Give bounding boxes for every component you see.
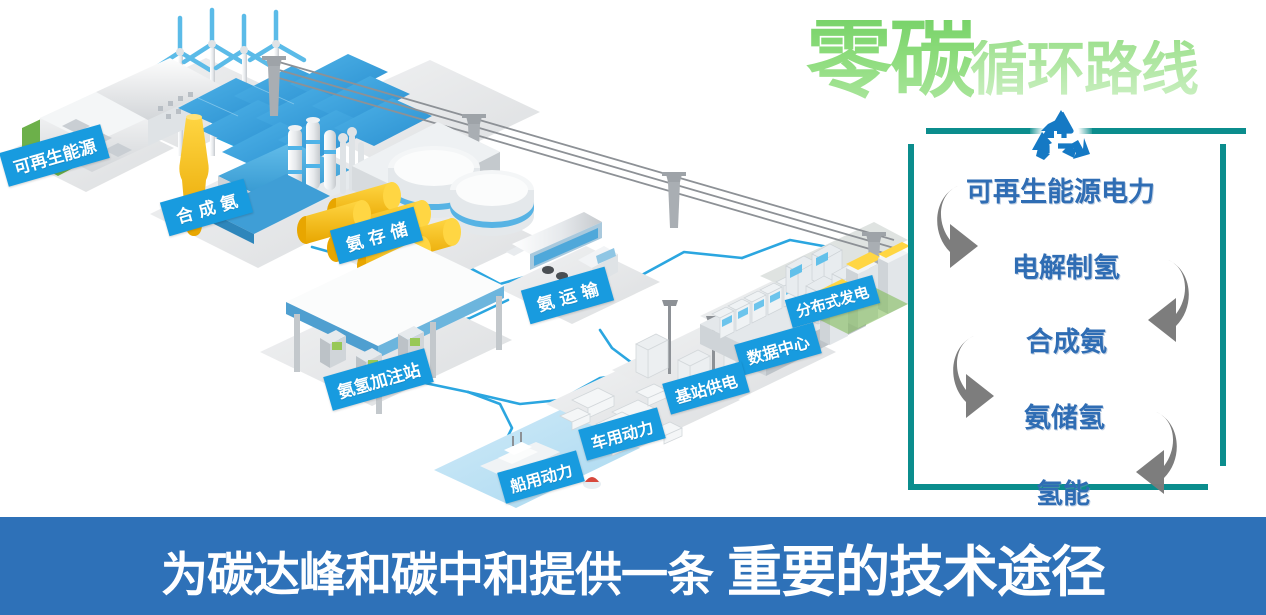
panel-border-bottom <box>908 484 1208 490</box>
bottom-banner: 为碳达峰和碳中和提供一条 重要的技术途径 <box>0 517 1266 615</box>
cycle-arrow-1 <box>930 184 1010 270</box>
panel-border-right <box>1220 144 1226 466</box>
transmission-line <box>262 56 895 288</box>
panel-border-left <box>908 144 914 490</box>
cycle-step-3: 合成氨 <box>1026 327 1107 358</box>
ammonia-storage-tanks <box>388 146 534 236</box>
banner-text: 为碳达峰和碳中和提供一条 重要的技术途径 <box>160 527 1106 607</box>
banner-lead: 为碳达峰和碳中和提供一条 <box>160 548 714 603</box>
banner-emphasis: 重要的技术途径 <box>726 540 1106 604</box>
cycle-arrow-3 <box>946 334 1026 420</box>
cycle-step-5: 氢能 <box>1036 479 1090 510</box>
cycle-step-1: 可再生能源电力 <box>966 177 1155 208</box>
title-secondary: 循环路线 <box>970 35 1199 103</box>
cycle-stage: 可再生能源电力 电解制氢 合成氨 氨储氢 氢能 <box>908 158 1226 510</box>
cycle-arrow-4 <box>1104 410 1184 496</box>
cycle-panel: 可再生能源电力 电解制氢 合成氨 氨储氢 氢能 <box>908 104 1246 510</box>
cycle-step-4: 氨储氢 <box>1024 403 1105 434</box>
recycle-icon <box>1030 104 1092 162</box>
scene-svg <box>2 7 910 508</box>
cycle-arrow-2 <box>1116 258 1196 344</box>
scene-illustration: 可再生能源 合 成 氨 氨 存 储 氨 运 输 氨氢加注站 分布式发电 数据中心… <box>0 7 910 508</box>
cycle-step-2: 电解制氢 <box>1012 253 1120 284</box>
